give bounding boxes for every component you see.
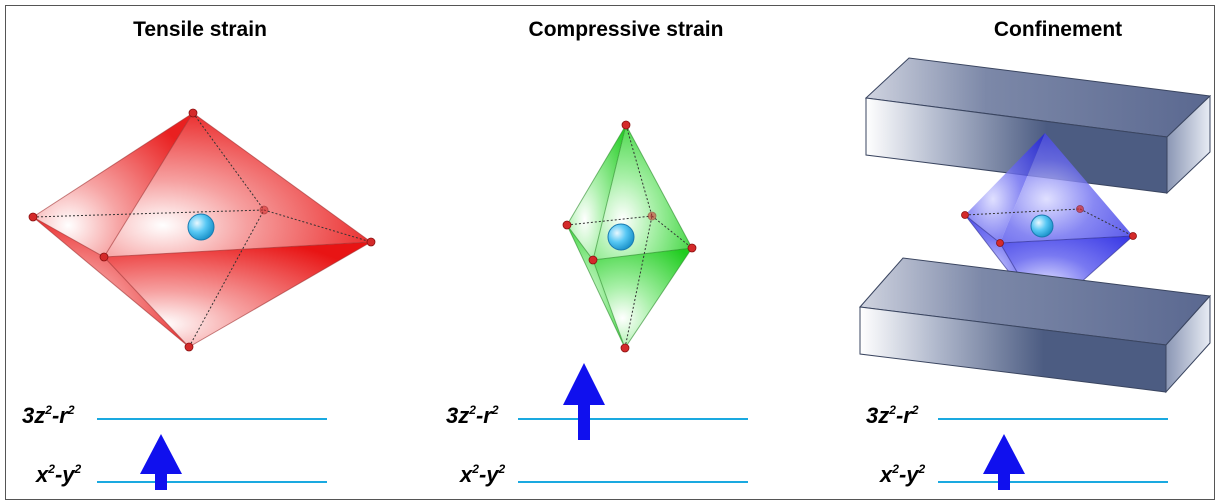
tensile-octahedron	[28, 108, 376, 352]
center-ion	[1030, 214, 1054, 238]
level-label-low-tensile: x2-y2	[36, 462, 82, 487]
vertex-atoms	[28, 108, 376, 352]
level-label-high-tensile: 3z2-r2	[22, 403, 75, 428]
panel-title-tensile: Tensile strain	[133, 18, 267, 41]
up-arrow-icon	[140, 434, 182, 490]
panel-title-confinement: Confinement	[993, 18, 1123, 41]
center-ion	[607, 223, 635, 251]
level-label-low-confinement: x2-y2	[880, 462, 926, 487]
level-label-high-confinement: 3z2-r2	[866, 403, 919, 428]
center-ion	[187, 213, 215, 241]
compressive-octahedron	[562, 120, 697, 353]
top-confinement-slab	[864, 57, 1212, 195]
vertex-atoms	[562, 120, 697, 353]
energy-levels	[97, 418, 1168, 483]
panel-title-compressive: Compressive strain	[528, 18, 724, 41]
up-arrow-icon	[983, 434, 1025, 490]
level-label-high-compressive: 3z2-r2	[446, 403, 499, 428]
level-label-low-compressive: x2-y2	[460, 462, 506, 487]
bottom-confinement-slab	[859, 257, 1212, 394]
up-arrow-icon	[563, 363, 605, 440]
